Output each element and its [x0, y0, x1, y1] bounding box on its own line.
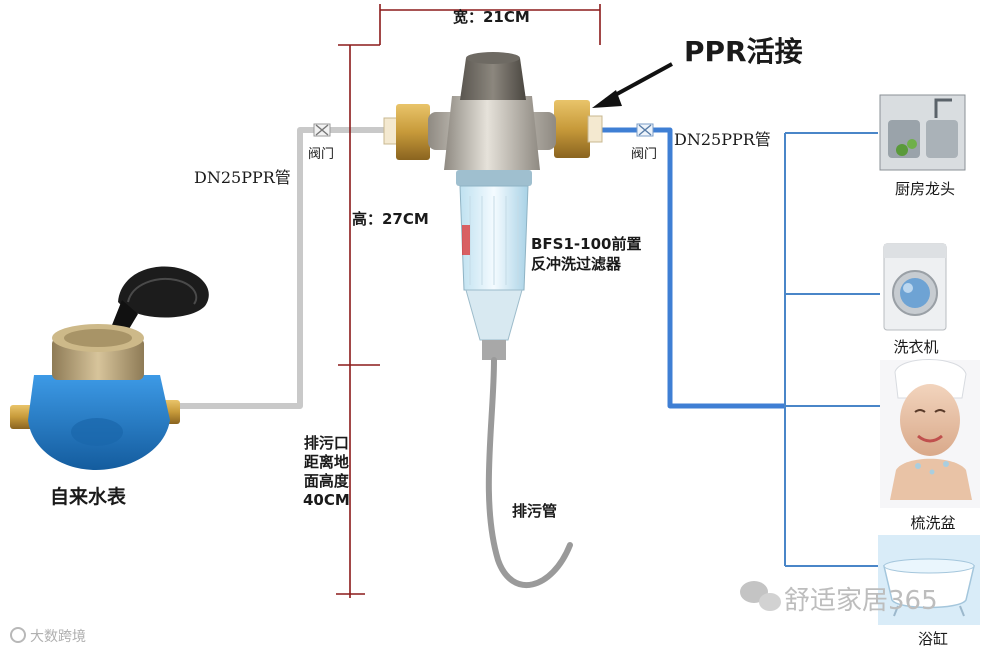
outlet-pipe-label: DN25PPR管 — [674, 130, 771, 149]
water-meter-icon — [10, 266, 209, 470]
face-washing-photo — [880, 359, 980, 508]
washing-machine-icon — [883, 243, 947, 331]
corner-watermark-text: 大数跨境 — [30, 629, 86, 645]
valve-icon — [313, 123, 331, 137]
height-dimension — [336, 44, 380, 598]
width-label: 宽：21CM — [453, 8, 530, 26]
fixture-label-kitchen: 厨房龙头 — [894, 180, 955, 198]
ppr-union-label: PPR活接 — [684, 35, 803, 68]
drain-pipe-label: 排污管 — [512, 502, 558, 520]
height-label: 高：27CM — [352, 210, 429, 228]
kitchen-fixture — [879, 94, 966, 171]
fixture-label-bathtub: 浴缸 — [917, 630, 948, 648]
bathtub-icon — [878, 535, 980, 625]
fixture-label-basin: 梳洗盆 — [910, 514, 956, 532]
corner-watermark-logo-icon — [10, 627, 26, 643]
drain-height-line-3: 面高度 — [303, 472, 349, 490]
water-meter-label: 自来水表 — [50, 486, 127, 508]
outlet-valve-label: 阀门 — [631, 147, 658, 162]
drain-height-line-2: 距离地 — [303, 453, 349, 471]
drain-height-line-4: 40CM — [303, 491, 350, 509]
drain-hose — [485, 357, 573, 589]
filter-icon — [383, 52, 603, 360]
wechat-icon — [740, 581, 781, 611]
outlet-pipe — [600, 127, 785, 409]
filter-model-label: BFS1-100前置 — [531, 235, 642, 253]
outlet-valve[interactable] — [636, 123, 654, 137]
width-dimension — [379, 4, 601, 45]
filter-type-label: 反冲洗过滤器 — [531, 255, 622, 273]
valve-icon — [636, 123, 654, 137]
drain-height-note: 排污口 距离地 面高度 40CM — [303, 434, 350, 510]
inlet-valve[interactable] — [313, 123, 331, 137]
ppr-arrow — [592, 62, 673, 108]
wechat-watermark: 舒适家居365 — [784, 586, 938, 616]
drain-height-line-1: 排污口 — [303, 434, 349, 452]
corner-watermark: 大数跨境 — [10, 626, 86, 646]
inlet-valve-label: 阀门 — [308, 147, 335, 162]
inlet-pipe-label: DN25PPR管 — [194, 168, 291, 187]
branch-lines — [784, 132, 880, 567]
fixture-label-washer: 洗衣机 — [893, 338, 939, 356]
